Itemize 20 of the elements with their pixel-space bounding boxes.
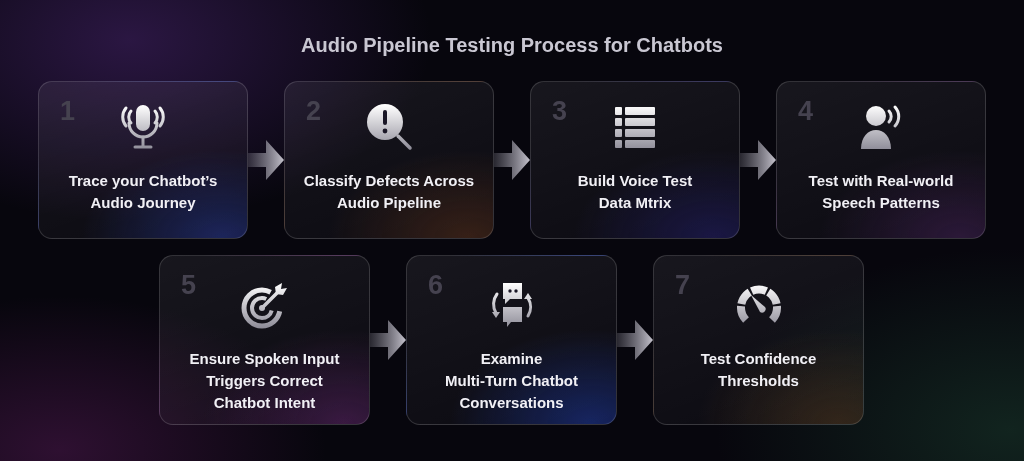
step-card bbox=[159, 255, 370, 425]
step-card bbox=[530, 81, 740, 239]
step-title: Trace your Chatbot’s Audio Journey bbox=[67, 171, 219, 213]
arrow bbox=[740, 140, 776, 180]
step-card bbox=[38, 81, 248, 239]
step-card bbox=[776, 81, 986, 239]
step-title: Examine Multi-Turn Chatbot Conversations bbox=[444, 349, 579, 413]
step-title: Build Voice Test Data Mtrix bbox=[576, 171, 694, 213]
step-title: Test Confidence Thresholds bbox=[699, 349, 818, 391]
arrow bbox=[248, 140, 284, 180]
step-card bbox=[653, 255, 864, 425]
arrow bbox=[617, 320, 653, 360]
arrow bbox=[494, 140, 530, 180]
step-title: Classify Defects Across Audio Pipeline bbox=[302, 171, 476, 213]
step-title: Ensure Spoken Input Triggers Correct Chatbot Intent bbox=[188, 349, 341, 413]
step-card bbox=[406, 255, 617, 425]
diagram-title: Audio Pipeline Testing Process for Chatbots bbox=[301, 33, 723, 57]
step-title: Test with Real-world Speech Patterns bbox=[807, 171, 955, 213]
step-card bbox=[284, 81, 494, 239]
arrow bbox=[370, 320, 406, 360]
